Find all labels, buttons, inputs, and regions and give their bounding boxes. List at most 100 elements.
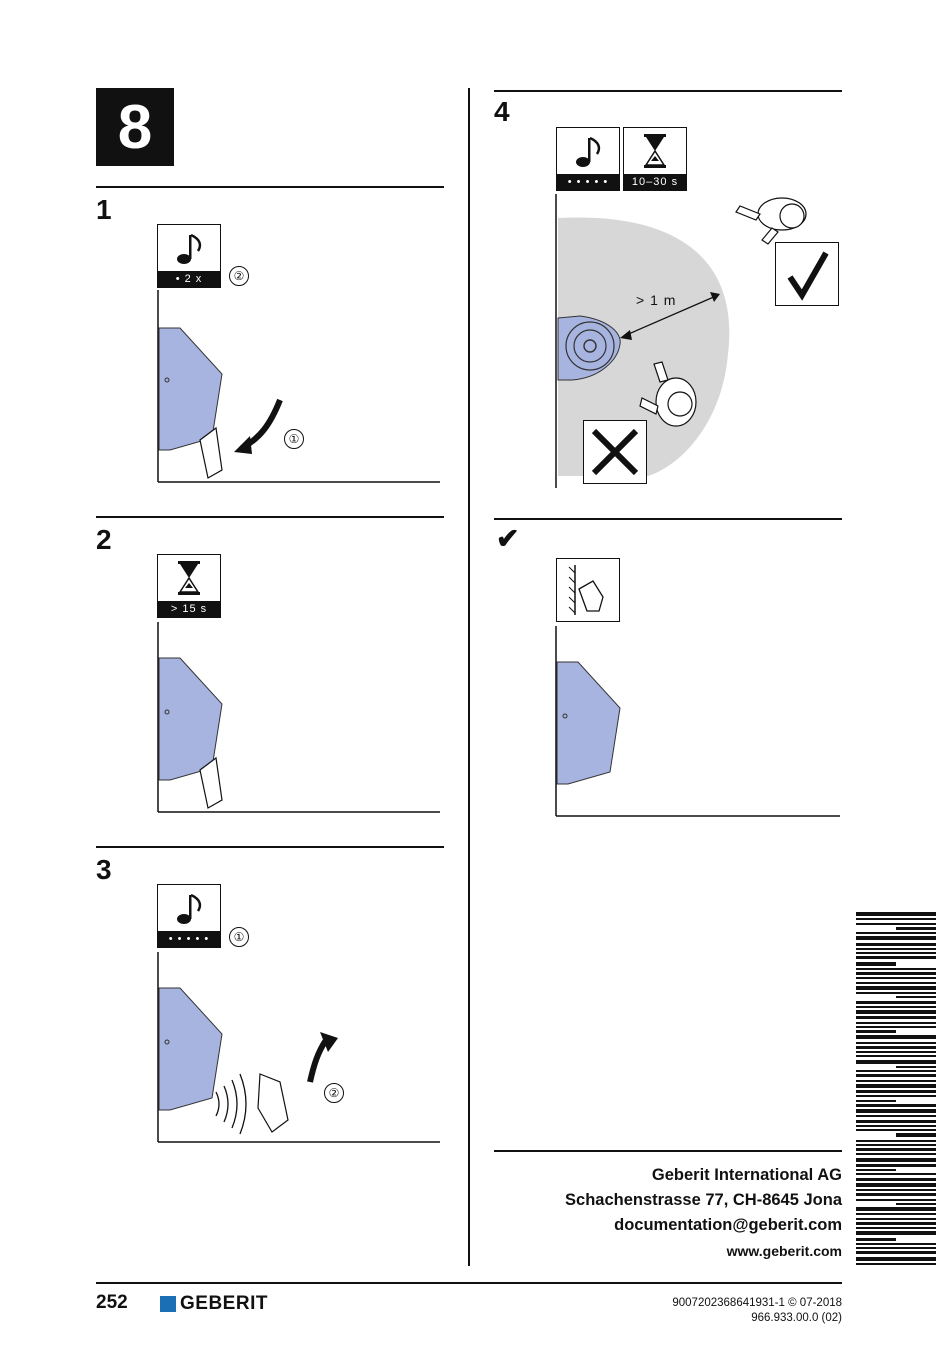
barcode-bar — [856, 943, 936, 946]
barcode-bar — [856, 1022, 936, 1024]
chapter-number: 8 — [96, 88, 174, 166]
step-1-band: • 2 x — [158, 271, 220, 287]
step-3-illustration — [150, 952, 450, 1152]
barcode-bar — [856, 1263, 936, 1265]
barcode-bar — [856, 1189, 936, 1191]
barcode-bar — [856, 1055, 936, 1057]
step-4-sound-icon-box: • • • • • — [556, 127, 620, 191]
barcode-bar — [896, 1066, 936, 1068]
barcode-bar — [856, 1046, 936, 1049]
callout-1: ① — [229, 927, 249, 947]
barcode-bar — [856, 1193, 936, 1196]
company-name: Geberit International AG — [652, 1166, 842, 1185]
barcode-bar — [856, 1084, 936, 1088]
step-3-number: 3 — [96, 854, 112, 886]
checkmark-icon — [776, 243, 838, 305]
barcode-bar — [856, 1238, 896, 1241]
barcode-bar — [856, 1070, 936, 1072]
barcode-bar — [856, 1080, 936, 1082]
page-number: 252 — [96, 1292, 128, 1314]
step-4-number: 4 — [494, 96, 510, 128]
barcode-bar — [856, 932, 936, 934]
barcode-bar — [856, 962, 896, 966]
barcode-bar — [856, 1153, 936, 1155]
barcode-bar — [856, 1010, 936, 1014]
barcode-bar — [896, 996, 936, 998]
step-1-illustration — [150, 290, 450, 490]
barcode-bar — [856, 1016, 936, 1019]
email-address: documentation@geberit.com — [614, 1216, 842, 1235]
step-3-sound-icon-box: • • • • • — [157, 884, 221, 948]
person-top-icon — [736, 198, 806, 244]
step-3-band: • • • • • — [158, 931, 220, 947]
result-hand-icon-box — [556, 558, 620, 622]
result-illustration — [550, 626, 850, 826]
hand-wall-icon — [557, 559, 619, 621]
music-note-icon — [158, 885, 220, 931]
barcode-bar — [896, 1203, 936, 1205]
cross-icon — [584, 421, 646, 483]
barcode-bar — [856, 952, 936, 954]
barcode-bar — [856, 1227, 936, 1229]
barcode-bar — [856, 912, 936, 916]
barcode-bar — [856, 1115, 936, 1117]
barcode-bar — [856, 1109, 936, 1113]
step-3-rule — [96, 846, 444, 848]
step-1-rule — [96, 186, 444, 188]
barcode-bar — [856, 982, 936, 984]
barcode-bar — [856, 1129, 936, 1131]
callout-2: ② — [324, 1083, 344, 1103]
barcode-bar — [856, 1148, 936, 1151]
distance-label: > 1 m — [636, 292, 676, 308]
barcode-bar — [856, 1006, 936, 1008]
document-id: 9007202368641931-1 © 07-2018 — [672, 1297, 842, 1309]
correct-check-box — [775, 242, 839, 306]
address-rule — [494, 1150, 842, 1152]
step-2-timer-icon-box: > 15 s — [157, 554, 221, 618]
barcode-bar — [856, 1169, 896, 1171]
barcode-bar — [856, 1257, 936, 1261]
barcode-bar — [856, 1207, 936, 1211]
barcode-bar — [856, 1251, 936, 1254]
barcode-bar — [896, 927, 936, 930]
barcode-bar — [856, 1173, 936, 1175]
barcode-bar — [856, 1125, 936, 1127]
barcode-bar — [856, 956, 936, 959]
step-1-number: 1 — [96, 194, 112, 226]
logo-square-icon — [160, 1296, 176, 1312]
sound-waves-icon — [216, 1074, 246, 1134]
result-rule — [494, 518, 842, 520]
barcode-bar — [896, 1133, 936, 1137]
barcode-bar — [856, 1090, 936, 1093]
callout-2: ② — [229, 266, 249, 286]
barcode-bar — [856, 968, 936, 970]
barcode-bar — [856, 986, 936, 990]
step-4-band-b: 10–30 s — [624, 174, 686, 190]
brand-logo: GEBERIT — [160, 1293, 268, 1315]
incorrect-cross-box — [583, 420, 647, 484]
barcode-bar — [856, 1218, 936, 1220]
barcode-bar — [856, 1183, 936, 1187]
barcode-bar — [856, 1104, 936, 1107]
barcode-bar — [856, 1120, 936, 1123]
barcode-bar — [856, 1030, 896, 1033]
column-divider — [468, 88, 470, 1266]
footer-rule — [96, 1282, 842, 1284]
step-2-illustration — [150, 622, 450, 822]
barcode-bar — [856, 1026, 936, 1028]
document-number: 966.933.00.0 (02) — [751, 1312, 842, 1324]
barcode-bar — [856, 918, 936, 920]
step-2-number: 2 — [96, 524, 112, 556]
barcode-bar — [856, 1247, 936, 1249]
barcode-bar — [856, 936, 936, 940]
barcode-bar — [856, 1222, 936, 1225]
barcode-bar — [856, 923, 936, 925]
step-1-sound-icon-box: • 2 x — [157, 224, 221, 288]
barcode-bar — [856, 1074, 936, 1077]
barcode-bar — [856, 1051, 936, 1053]
barcode-bar — [856, 1243, 936, 1245]
street-address: Schachenstrasse 77, CH-8645 Jona — [565, 1191, 842, 1210]
hourglass-icon — [624, 128, 686, 174]
brand-name: GEBERIT — [180, 1293, 268, 1315]
barcode-bar — [856, 1231, 936, 1235]
